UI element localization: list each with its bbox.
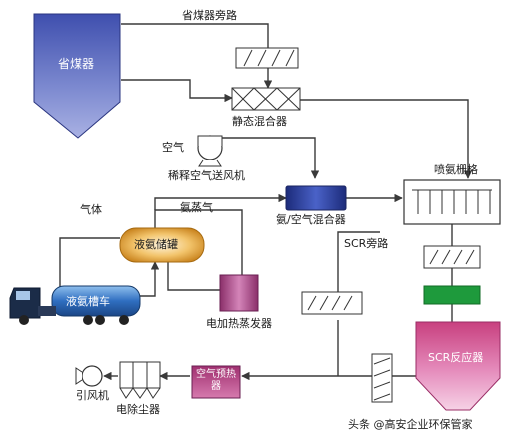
catalyst-layer <box>423 285 481 305</box>
static-mixer <box>231 87 301 111</box>
scr-bypass-damper <box>301 291 363 315</box>
air-preheater <box>191 365 241 399</box>
electric-vaporizer-label: 电加热蒸发器 <box>206 317 272 330</box>
electric-vaporizer <box>219 274 259 312</box>
bypass-damper <box>235 47 299 69</box>
scr-outlet-damper <box>371 353 393 403</box>
watermark: 头条 @高安企业环保管家 <box>348 418 473 431</box>
ammonia-air-mixer-label: 氨/空气混合器 <box>276 213 346 226</box>
scr-bypass-label: SCR旁路 <box>344 237 389 250</box>
ammonia-tank-label: 液氨储罐 <box>134 238 178 251</box>
economizer-label: 省煤器 <box>58 57 95 71</box>
scr-inlet-damper <box>423 245 481 269</box>
scr-reactor <box>415 321 501 411</box>
pipe-fan-to-mixer <box>222 137 320 179</box>
ammonia-injection-grid <box>403 179 501 225</box>
gas-label: 气体 <box>80 203 102 216</box>
tanker-truck <box>9 285 141 325</box>
economizer-hopper <box>33 13 121 139</box>
id-fan <box>75 365 103 387</box>
dilution-fan <box>197 135 223 167</box>
flow-lines <box>59 23 473 381</box>
pipe-econ-to-mixer <box>121 79 233 103</box>
static-mixer-label: 静态混合器 <box>232 115 287 128</box>
ammonia-air-mixer <box>285 185 347 211</box>
pipe-gas-return <box>59 237 120 292</box>
pipe-tanker-to-tank <box>140 261 160 297</box>
electrostatic-precipitator <box>119 361 161 399</box>
pipe-vapor-main <box>154 193 287 210</box>
pipe-vapor-to-mixer <box>154 209 243 275</box>
pipe-scr-bypass <box>337 231 380 292</box>
air-preheater-label: 空气预热器 <box>196 369 236 392</box>
pipe-mixer-to-aig <box>300 99 473 179</box>
dilution-fan-label: 稀释空气送风机 <box>168 169 245 182</box>
tanker-label: 液氨槽车 <box>66 295 110 308</box>
esp-label: 电除尘器 <box>116 403 160 416</box>
ammonia-tank <box>119 227 205 263</box>
pipe-tank-to-vap <box>167 258 220 291</box>
air-label: 空气 <box>162 141 184 154</box>
id-fan-label: 引风机 <box>76 389 109 402</box>
aig-label: 喷氨栅格 <box>434 163 478 176</box>
scr-reactor-label: SCR反应器 <box>428 351 484 364</box>
economizer-bypass-label: 省煤器旁路 <box>182 9 237 22</box>
ammonia-vapor-label: 氨蒸气 <box>180 201 213 214</box>
